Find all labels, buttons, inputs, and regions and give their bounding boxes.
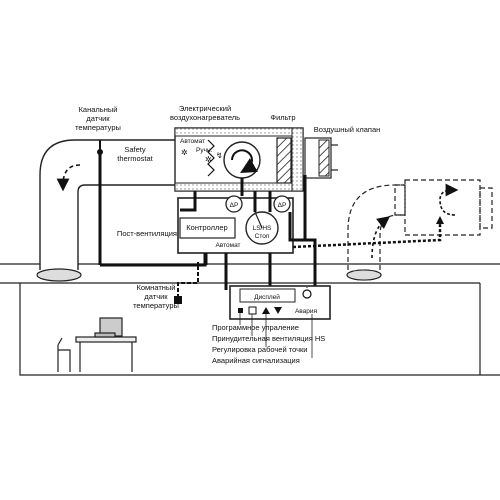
mode-switch-icons: ✲ ✲ ↯	[181, 148, 223, 164]
filter-label: Фильтр	[270, 113, 295, 122]
main-unit	[174, 127, 304, 192]
building-outline	[0, 263, 500, 376]
outdoor-airflow-arrow	[439, 183, 459, 216]
post-ventilation-label: Пост-вентиляция	[117, 229, 177, 238]
alarm-label: Авария	[295, 308, 318, 315]
automat-bottom-label: Автомат	[215, 242, 240, 249]
forced-hs-caption: Принудительная вентиляция HS	[212, 334, 325, 343]
pressure-switch-2	[273, 195, 291, 213]
display-label: Дисплей	[254, 293, 280, 301]
svg-text:↯: ↯	[216, 151, 223, 160]
outdoor-diffuser	[346, 269, 382, 281]
controller-label: Контроллер	[186, 223, 227, 232]
left-duct	[36, 139, 181, 282]
outdoor-duct	[346, 179, 493, 281]
duct-sensor-label-2: датчик	[86, 114, 110, 123]
safety-thermostat-label-1: Safety	[124, 145, 146, 154]
safety-thermostat-label-2: thermostat	[117, 154, 153, 163]
automat-top-label: Автомат	[180, 138, 205, 145]
duct-sensor	[97, 140, 103, 155]
duct-sensor-label-1: Канальный	[79, 105, 118, 114]
manual-label: Ручн.	[196, 147, 213, 154]
control-panel	[229, 285, 331, 320]
svg-text:✲: ✲	[181, 148, 188, 157]
delta-p-1-label: ΔP	[230, 202, 239, 209]
room-sensor-label-2: датчик	[144, 292, 168, 301]
alarm-signal-caption: Аварийная сигнализация	[212, 356, 300, 365]
duct-sensor-label-3: температуры	[75, 123, 121, 132]
program-control-caption: Программное упраление	[212, 323, 299, 332]
stop-label: Стоп	[255, 233, 270, 240]
svg-text:✲: ✲	[205, 155, 212, 164]
room-sensor-label-1: Комнатный	[136, 283, 175, 292]
heater-label-1: Электрический	[179, 104, 231, 113]
room-sensor-label-3: температуры	[133, 301, 179, 310]
heater-label-2: воздухонагреватель	[170, 113, 240, 122]
desk-computer	[57, 317, 137, 372]
setpoint-caption: Регулировка рабочей точки	[212, 345, 308, 354]
caption-leaders	[239, 313, 313, 358]
air-damper	[304, 137, 338, 179]
air-damper-label: Воздушный клапан	[314, 125, 381, 134]
ls-hs-label: LS/HS	[253, 225, 272, 232]
delta-p-2-label: ΔP	[278, 202, 287, 209]
outdoor-intake-arrow	[371, 216, 391, 259]
pressure-switch-1	[225, 195, 243, 213]
damper-control-line	[292, 222, 442, 249]
room-sensor	[174, 262, 199, 304]
controller-box	[177, 197, 294, 254]
